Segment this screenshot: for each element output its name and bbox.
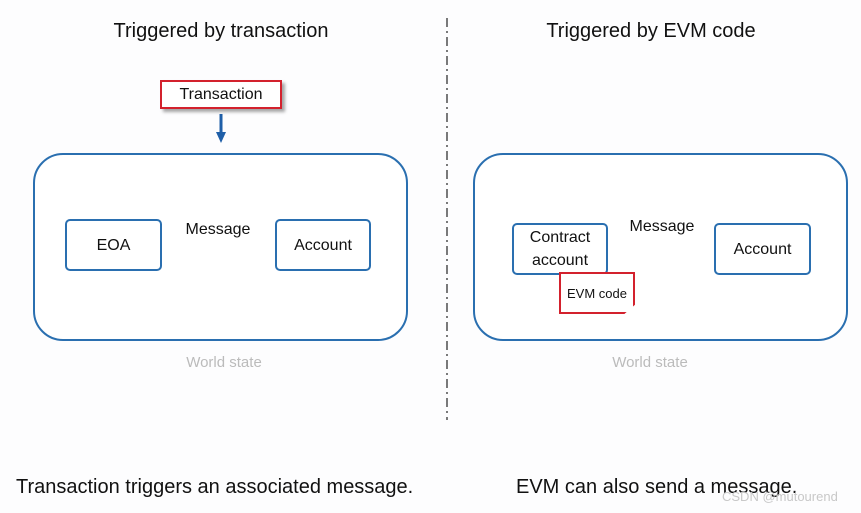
- right-account-label: Account: [733, 240, 792, 258]
- transaction-box: Transaction: [160, 80, 282, 109]
- contract-account-box: Contract account: [512, 223, 608, 275]
- right-caption: EVM can also send a message.: [516, 476, 798, 498]
- left-account-box: Account: [275, 219, 371, 271]
- left-caption: Transaction triggers an associated messa…: [16, 476, 414, 498]
- evm-code-note: EVM code: [559, 272, 635, 314]
- watermark: CSDN @mutourend: [722, 489, 838, 504]
- evm-code-label: EVM code: [567, 285, 627, 301]
- right-heading: Triggered by EVM code: [546, 20, 756, 42]
- left-message-label: Message: [185, 221, 251, 238]
- eoa-label: EOA: [96, 236, 131, 254]
- right-account-box: Account: [714, 223, 811, 275]
- right-world-state-label: World state: [612, 354, 688, 371]
- contract-account-label-line1: Contract: [529, 229, 591, 246]
- left-heading: Triggered by transaction: [113, 20, 329, 42]
- transaction-label: Transaction: [179, 85, 263, 103]
- contract-account-label-line2: account: [531, 252, 589, 269]
- left-world-state-label: World state: [186, 354, 262, 371]
- left-account-label: Account: [294, 236, 352, 254]
- eoa-box: EOA: [65, 219, 162, 271]
- right-message-label: Message: [629, 218, 695, 235]
